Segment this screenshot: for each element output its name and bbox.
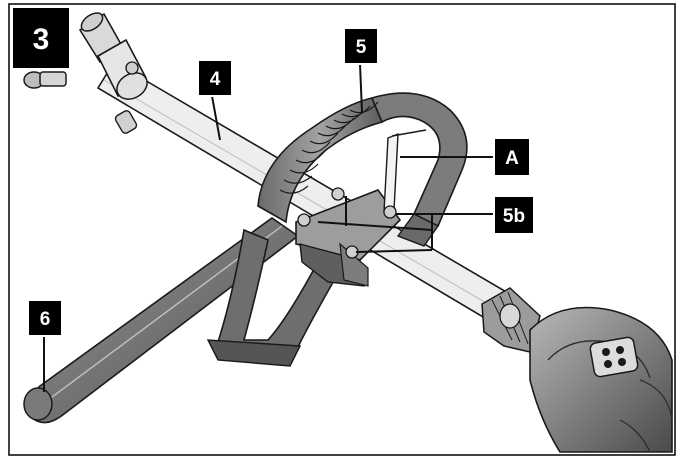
motor-housing (481, 287, 673, 453)
callout-a-label: A (505, 148, 519, 169)
figure-number-badge: 3 (13, 8, 69, 68)
control-panel (589, 336, 639, 378)
callout-6: 6 (27, 299, 63, 337)
clamp-screw (383, 205, 397, 219)
figure-number: 3 (33, 23, 50, 56)
loop-handle (206, 92, 468, 367)
callout-a: A (493, 137, 531, 177)
leader-lines (43, 63, 494, 392)
callout-5-label: 5 (356, 37, 367, 58)
grip-arm (23, 217, 300, 424)
callout-6-label: 6 (40, 309, 51, 330)
callout-5: 5 (343, 27, 379, 65)
callout-4-label: 4 (210, 69, 221, 90)
callout-5b: 5b (493, 195, 535, 235)
callout-5b-label: 5b (503, 206, 525, 227)
shaft-upper-end (23, 12, 148, 134)
clamp-screw (331, 187, 345, 201)
clamp-screw (297, 213, 311, 227)
callout-4: 4 (197, 59, 233, 97)
